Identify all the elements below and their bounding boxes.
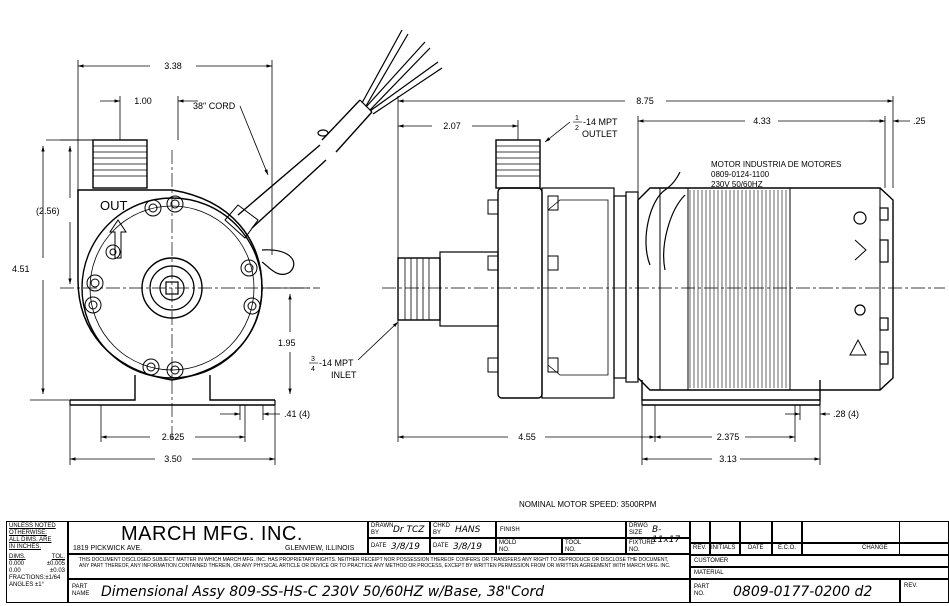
side-view: [382, 139, 945, 406]
inlet-word: INLET: [331, 370, 357, 380]
chkd-by-value: HANS: [455, 525, 481, 535]
tol-header: ALL DIMS. ARE: [9, 537, 52, 543]
tol-dim: 0.00: [9, 568, 21, 574]
initials-col-header: INITIALS: [711, 545, 736, 551]
outlet-frac-num: 1: [575, 115, 579, 122]
side-view-dimensions: [357, 96, 910, 465]
rev-header-row: REV. INITIALS DATE E.C.O. CHANGE: [690, 543, 949, 555]
company-city: GLENVIEW, ILLINOIS: [285, 545, 355, 552]
front-view-dimensions: [30, 60, 310, 465]
disclaimer-cell: THIS DOCUMENT DISCLOSED SUBJECT MATTER I…: [68, 554, 690, 579]
dim-4-33: 4.33: [753, 116, 771, 126]
tol-angles: ANGLES ±1°: [9, 582, 45, 588]
inlet-frac-num: 3: [311, 356, 315, 363]
mold-label: MOLD NO.: [499, 540, 517, 553]
checked-by-cell: CHKD BY HANS: [430, 521, 496, 538]
part-name-label: PART NAME: [72, 584, 90, 597]
customer-cell: CUSTOMER: [690, 555, 949, 567]
rev-col-header: REV.: [693, 545, 707, 551]
company-address: 1819 PICKWICK AVE.: [73, 545, 143, 552]
dim-3-38: 3.38: [164, 61, 182, 71]
dim-2-56: (2.56): [36, 206, 60, 216]
finish-label: FINISH: [500, 527, 520, 533]
date-checked-value: 3/8/19: [453, 542, 482, 552]
finish-cell: FINISH: [496, 521, 626, 538]
motor-label-line3: 230V 50/60HZ: [711, 180, 763, 189]
date-drawn-cell: DATE 3/8/19: [368, 538, 430, 554]
disclaimer-text: THIS DOCUMENT DISCLOSED SUBJECT MATTER I…: [79, 557, 671, 569]
dim-4-51: 4.51: [12, 264, 30, 274]
change-col-header: CHANGE: [862, 545, 888, 551]
drwg-label: DRWG SIZE: [629, 523, 648, 536]
drawn-label: DRAWN BY: [371, 523, 394, 536]
motor-label-line1: MOTOR INDUSTRIA DE MOTORES: [711, 160, 841, 169]
tol-col-dims: DIMS.: [9, 554, 26, 560]
tool-cell: TOOL NO.: [562, 538, 626, 554]
date-checked-cell: DATE 3/8/19: [430, 538, 496, 554]
fixture-label: FIXTURE NO.: [629, 540, 655, 553]
inlet-frac-den: 4: [311, 366, 315, 373]
tol-fractions: FRACTIONS:±1/64: [9, 575, 61, 581]
part-name-cell: PART NAME Dimensional Assy 809-SS-HS-C 2…: [68, 579, 690, 603]
drwg-size-cell: DRWG SIZE B-11x17: [626, 521, 690, 545]
dim-4-55: 4.55: [518, 432, 536, 442]
cord-label: 38" CORD: [193, 101, 236, 111]
outlet-word: OUTLET: [582, 129, 618, 139]
outlet-thread: -14 MPT: [583, 117, 618, 127]
drawn-by-value: Dr TCZ: [393, 525, 425, 535]
rev-cell: REV.: [900, 579, 949, 603]
drawn-by-cell: DRAWN BY Dr TCZ: [368, 521, 430, 538]
chkd-label: CHKD BY: [433, 523, 451, 536]
nominal-speed: NOMINAL MOTOR SPEED: 3500RPM: [519, 500, 657, 509]
date-col-header: DATE: [748, 545, 764, 551]
date-label: DATE: [371, 543, 387, 549]
dim-3-50: 3.50: [164, 454, 182, 464]
dim-0-25: .25: [913, 116, 926, 126]
outlet-frac-den: 2: [575, 125, 579, 132]
tol-header: IN INCHES.: [9, 544, 42, 550]
date-drawn-value: 3/8/19: [391, 542, 420, 552]
front-view: [60, 29, 443, 440]
motor-label-line2: 0809-0124-1100: [711, 170, 770, 179]
tol-header: OTHERWISE:: [9, 530, 47, 536]
material-cell: MATERIAL: [690, 567, 949, 579]
out-label: OUT: [100, 198, 128, 213]
part-number-cell: PART NO. 0809-0177-0200 d2: [690, 579, 900, 603]
eco-col-header: E.C.O.: [778, 545, 797, 551]
dim-2-625: 2.625: [162, 432, 185, 442]
company-cell: MARCH MFG. INC. 1819 PICKWICK AVE. GLENV…: [68, 521, 368, 554]
company-name: MARCH MFG. INC.: [121, 523, 303, 545]
tol-header: UNLESS NOTED: [9, 523, 56, 529]
drwg-size-value: B-11x17: [652, 525, 681, 545]
rev-label: REV.: [904, 583, 918, 589]
dim-3-13: 3.13: [719, 454, 737, 464]
mold-cell: MOLD NO.: [496, 538, 562, 554]
dimension-labels: 3.38 1.00 38" CORD (2.56) 4.51 1.95 .41 …: [12, 61, 926, 509]
part-no-value: 0809-0177-0200 d2: [733, 584, 873, 600]
dimensional-drawing: 3.38 1.00 38" CORD (2.56) 4.51 1.95 .41 …: [12, 29, 945, 509]
dim-0-28: .28 (4): [833, 409, 859, 419]
fixture-cell: FIXTURE NO.: [626, 538, 690, 554]
dim-0-41: .41 (4): [284, 409, 310, 419]
tol-col-tol: TOL.: [51, 554, 65, 560]
dim-1-95: 1.95: [278, 338, 296, 348]
tolerance-block: UNLESS NOTED OTHERWISE: ALL DIMS. ARE IN…: [6, 521, 68, 603]
dim-8-75: 8.75: [636, 96, 654, 106]
title-block: UNLESS NOTED OTHERWISE: ALL DIMS. ARE IN…: [0, 515, 949, 606]
part-no-label: PART NO.: [694, 584, 710, 597]
part-name-value: Dimensional Assy 809-SS-HS-C 230V 50/60H…: [101, 584, 545, 600]
date-label: DATE: [433, 543, 449, 549]
dim-2-07: 2.07: [443, 121, 461, 131]
tol-value: ±0.005: [46, 561, 65, 567]
tol-value: ±0.03: [50, 568, 65, 574]
tool-label: TOOL NO.: [565, 540, 582, 553]
tol-dim: 0.000: [9, 561, 25, 567]
dim-1-00: 1.00: [134, 96, 152, 106]
dim-2-375: 2.375: [717, 432, 740, 442]
customer-label: CUSTOMER: [694, 558, 729, 564]
material-label: MATERIAL: [694, 570, 724, 576]
inlet-thread: -14 MPT: [319, 358, 354, 368]
